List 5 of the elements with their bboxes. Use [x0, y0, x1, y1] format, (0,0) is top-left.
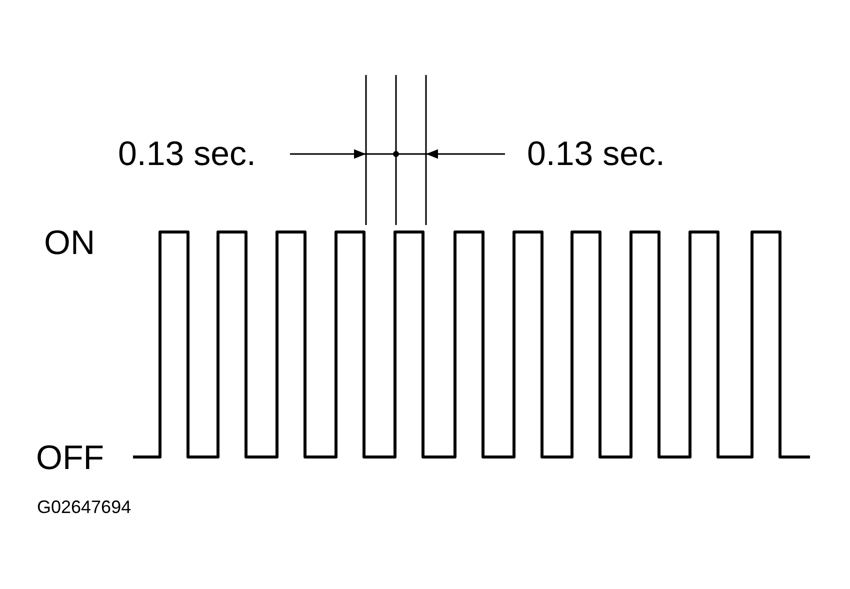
level-label: OFF: [36, 441, 104, 475]
dimension-label: 0.13 sec.: [118, 137, 256, 171]
dimension-label: 0.13 sec.: [527, 137, 665, 171]
figure-number: G02647694: [37, 498, 132, 516]
level-label: ON: [44, 226, 95, 260]
